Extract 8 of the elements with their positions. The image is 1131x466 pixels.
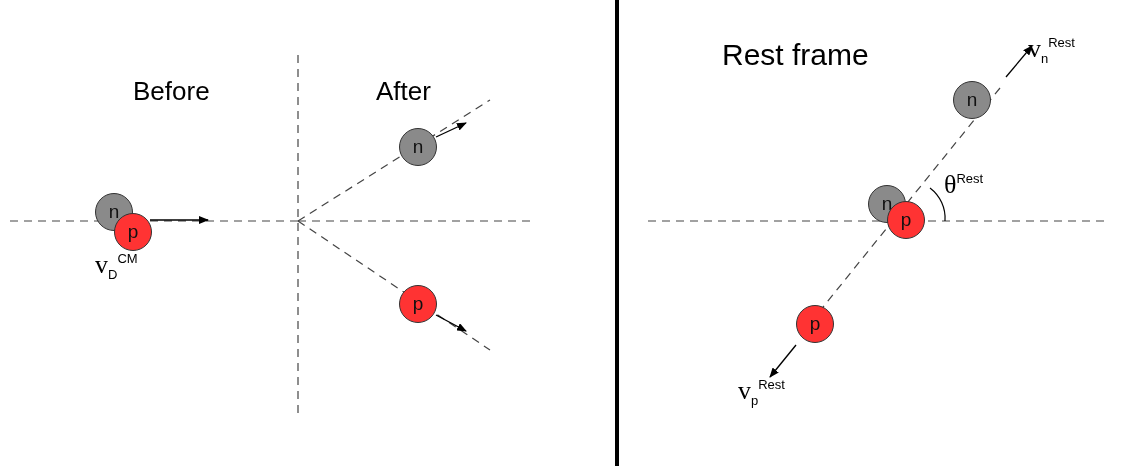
particle-circle: n (953, 81, 991, 119)
angle-label: θ$^{Rest}$ (944, 172, 984, 198)
particle-circle: p (796, 305, 834, 343)
particle-circle: n (399, 128, 437, 166)
heading: After (376, 78, 431, 104)
heading: Before (133, 78, 210, 104)
heading: Rest frame (722, 40, 869, 70)
particle-circle: p (399, 285, 437, 323)
